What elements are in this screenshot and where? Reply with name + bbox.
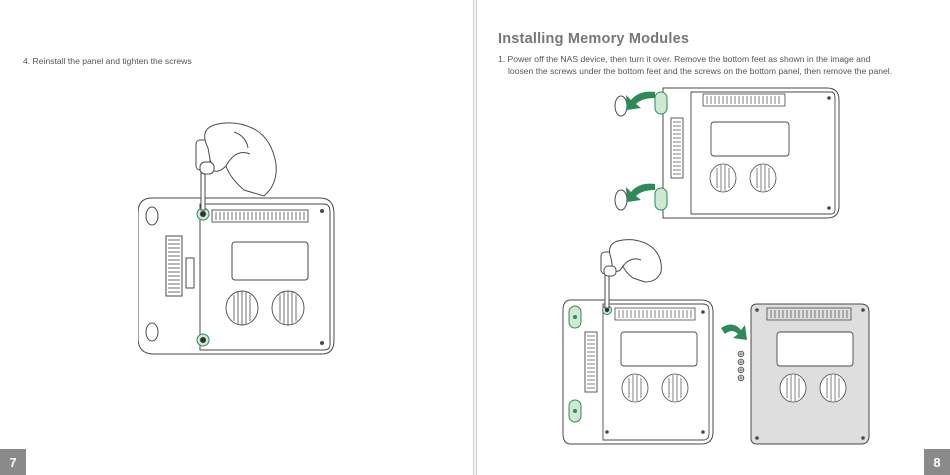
reinstall-step-text: 4. Reinstall the panel and tighten the s… [23, 55, 192, 67]
page-number-left: 7 [0, 449, 26, 475]
curved-arrow-icon [626, 92, 655, 202]
step-line-1: 1. Power off the NAS device, then turn i… [498, 53, 892, 65]
curved-arrow-icon [721, 324, 747, 340]
bottom-foot-icon [615, 96, 627, 210]
reinstall-illustration [138, 118, 338, 363]
remove-panel-illustration [561, 236, 871, 450]
screwdriver-hand-icon [601, 240, 661, 308]
left-page: 4. Reinstall the panel and tighten the s… [0, 0, 474, 475]
step-line-2: loosen the screws under the bottom feet … [498, 65, 892, 77]
section-heading: Installing Memory Modules [498, 31, 689, 47]
power-off-step-text: 1. Power off the NAS device, then turn i… [498, 53, 892, 78]
remove-feet-illustration [611, 84, 841, 224]
page-number-right: 8 [924, 449, 950, 475]
screwdriver-hand-icon [196, 123, 276, 210]
right-page: Installing Memory Modules 1. Power off t… [476, 0, 950, 475]
